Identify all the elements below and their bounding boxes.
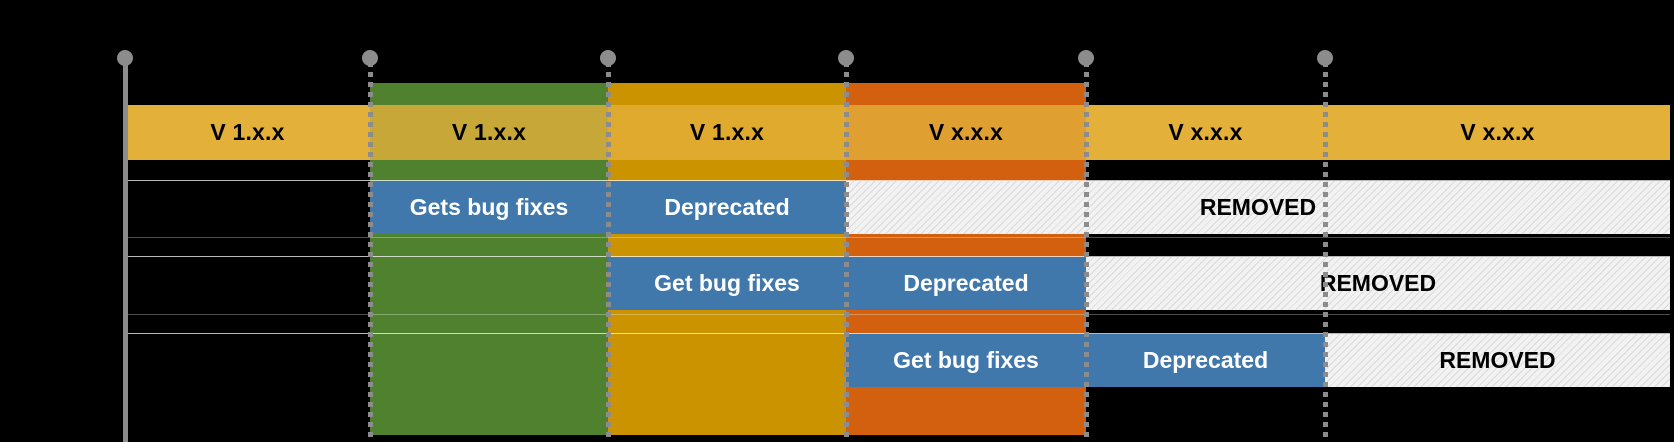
pin-stem-line <box>1083 62 1089 442</box>
lifecycle-row-2-removed-cell[interactable]: REMOVED <box>1086 257 1670 310</box>
lifecycle-row-3-status-cell[interactable]: Deprecated <box>1086 334 1325 387</box>
row-separator-4 <box>125 314 1670 315</box>
version-bar-3[interactable]: V 1.x.x <box>608 105 846 160</box>
pin-head-icon <box>117 50 133 66</box>
pin-head-icon <box>838 50 854 66</box>
version-bar-5[interactable]: V x.x.x <box>1086 105 1325 160</box>
version-bar-1[interactable]: V 1.x.x <box>125 105 370 160</box>
version-bar-4[interactable]: V x.x.x <box>846 105 1086 160</box>
row-separator-2 <box>125 237 1670 238</box>
lifecycle-row-1-status-cell[interactable]: Gets bug fixes <box>370 181 608 234</box>
lifecycle-row-2-status-cell[interactable]: Get bug fixes <box>608 257 846 310</box>
pin-stem-line <box>843 62 849 442</box>
pin-stem-line <box>1322 62 1328 442</box>
lifecycle-row-1-status-cell[interactable]: Deprecated <box>608 181 846 234</box>
version-bar-2[interactable]: V 1.x.x <box>370 105 608 160</box>
pin-head-icon <box>362 50 378 66</box>
version-bar-6[interactable]: V x.x.x <box>1325 105 1670 160</box>
pin-stem-line <box>367 62 373 442</box>
row-separator-1 <box>125 180 1670 181</box>
lifecycle-row-2-status-cell[interactable]: Deprecated <box>846 257 1086 310</box>
lifecycle-row-3-removed-cell[interactable]: REMOVED <box>1325 334 1670 387</box>
pin-head-icon <box>600 50 616 66</box>
pin-stem-line <box>605 62 611 442</box>
lifecycle-row-3-status-cell[interactable]: Get bug fixes <box>846 334 1086 387</box>
pin-head-icon <box>1317 50 1333 66</box>
row-separator-3 <box>125 256 1670 257</box>
pin-head-icon <box>1078 50 1094 66</box>
row-separator-5 <box>125 333 1670 334</box>
lifecycle-row-1-removed-cell[interactable]: REMOVED <box>846 181 1670 234</box>
pin-stem-line <box>122 62 128 442</box>
